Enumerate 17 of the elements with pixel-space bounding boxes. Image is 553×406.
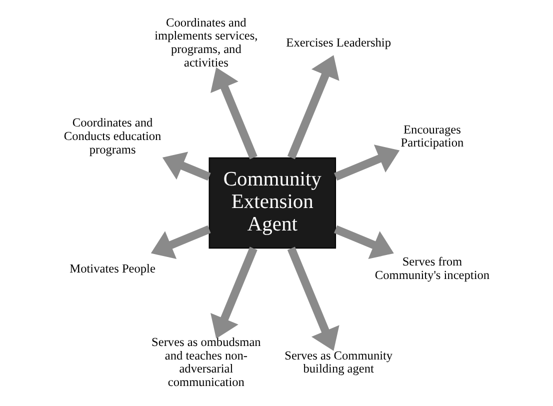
arrow [210,246,258,339]
arrow [334,225,394,259]
node-text: Motivates People [70,261,156,276]
arrow [287,55,340,160]
node-text: Serves as ombudsman and teaches non-adversarial communication [152,335,261,390]
node-text: Coordinates and Conducts education programs [64,116,162,156]
node-text: Serves from Community's inception [374,254,490,282]
node-text: Exercises Leadership [286,35,392,50]
arrow [162,152,211,181]
node-text: Serves as Community building agent [284,348,393,376]
arrow [150,225,211,259]
node-box: Community Extension Agent [208,157,336,249]
node-text: Coordinates and implements services, programs, and activities [154,15,258,70]
arrow [334,144,400,181]
arrow [210,67,258,160]
arrow [287,246,340,351]
node-text: Encourages Participation [400,122,464,150]
